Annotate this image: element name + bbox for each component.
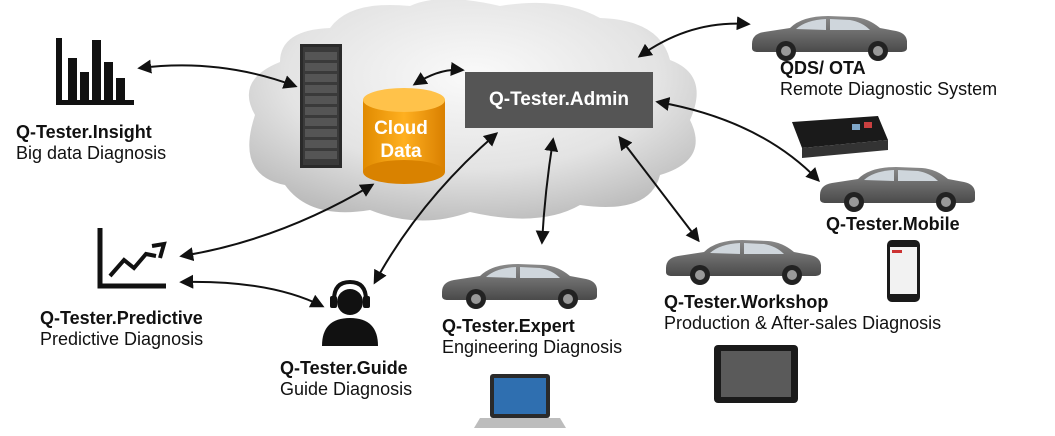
connection-arrows [137, 16, 820, 308]
predictive-subtitle: Predictive Diagnosis [40, 328, 204, 349]
arrow-db-admin [412, 62, 465, 86]
arrow-admin-qds [637, 16, 751, 58]
expert-title: Q-Tester.Expert [442, 316, 575, 336]
guide-subtitle: Guide Diagnosis [280, 378, 413, 399]
bar-chart-icon [56, 38, 134, 105]
arrow-admin-mobile [655, 97, 820, 183]
node-workshop: Q-Tester.Workshop Production & After-sal… [664, 292, 941, 333]
guide-title: Q-Tester.Guide [280, 358, 408, 378]
qds-title: QDS/ OTA [780, 58, 866, 78]
qds-subtitle: Remote Diagnostic System [780, 78, 998, 99]
arrow-insight-server [137, 59, 298, 89]
insight-title: Q-Tester.Insight [16, 122, 152, 142]
node-guide: Q-Tester.Guide Guide Diagnosis [280, 358, 412, 399]
server-rack-icon [300, 44, 342, 168]
car-qds [752, 16, 907, 61]
arrow-admin-guide [373, 132, 499, 285]
headset-user-icon [322, 279, 378, 346]
node-expert: Q-Tester.Expert Engineering Diagnosis [442, 316, 622, 357]
laptop-icon [474, 374, 566, 428]
cloud-data-label: Cloud Data [366, 118, 436, 164]
insight-subtitle: Big data Diagnosis [16, 142, 167, 163]
arrow-admin-workshop [618, 135, 700, 243]
node-mobile: Q-Tester.Mobile [826, 214, 960, 235]
admin-box: Q-Tester.Admin [465, 72, 653, 128]
admin-label: Q-Tester.Admin [488, 89, 630, 110]
trend-chart-icon [97, 228, 167, 289]
node-qds: QDS/ OTA Remote Diagnostic System [780, 58, 997, 99]
car-mobile [820, 167, 975, 212]
telematics-unit-icon [792, 116, 888, 158]
mobile-title: Q-Tester.Mobile [826, 214, 960, 234]
node-predictive: Q-Tester.Predictive Predictive Diagnosis [40, 308, 203, 349]
node-insight: Q-Tester.Insight Big data Diagnosis [16, 122, 166, 163]
arrow-db-predictive [179, 183, 375, 262]
predictive-title: Q-Tester.Predictive [40, 308, 203, 328]
smartphone-icon [887, 240, 920, 302]
expert-subtitle: Engineering Diagnosis [442, 336, 623, 357]
cloud-data-line1: Cloud [374, 118, 428, 139]
arrow-admin-expert [535, 137, 559, 245]
arrow-predictive-guide [179, 274, 325, 308]
car-workshop [666, 240, 821, 285]
cloud-data-line2: Data [380, 140, 422, 162]
workshop-title: Q-Tester.Workshop [664, 292, 829, 312]
car-expert [442, 264, 597, 309]
workshop-subtitle: Production & After-sales Diagnosis [664, 312, 942, 333]
tablet-icon [714, 345, 798, 403]
